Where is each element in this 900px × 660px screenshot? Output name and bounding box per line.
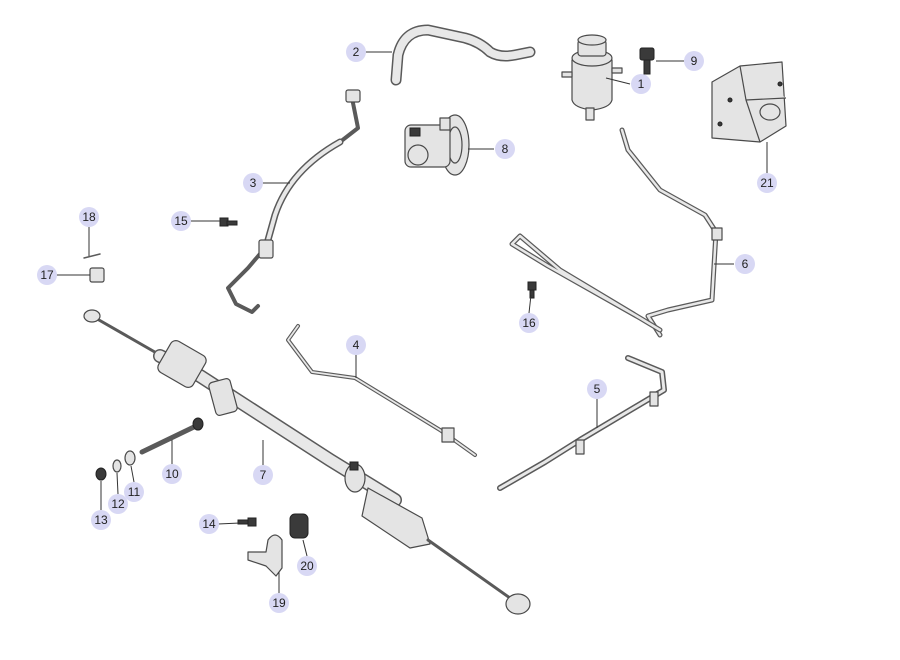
- long-bolt-part: [139, 417, 204, 455]
- callout-12-label: 12: [111, 497, 125, 511]
- callout-13[interactable]: 13: [91, 510, 111, 530]
- callout-9[interactable]: 9: [684, 51, 704, 71]
- callout-7[interactable]: 7: [253, 465, 273, 485]
- callout-19[interactable]: 19: [269, 593, 289, 613]
- callout-5-label: 5: [594, 382, 601, 396]
- callout-20[interactable]: 20: [297, 556, 317, 576]
- callout-8-label: 8: [502, 142, 509, 156]
- callout-11-label: 11: [128, 485, 141, 499]
- reservoir-part: [561, 34, 623, 121]
- clamp-part: [247, 534, 283, 577]
- steering-pump-part: [404, 114, 470, 176]
- callout-17[interactable]: 17: [37, 265, 57, 285]
- nut-13-part: [95, 467, 107, 481]
- callout-8[interactable]: 8: [495, 139, 515, 159]
- callout-21[interactable]: 21: [757, 173, 777, 193]
- callout-15[interactable]: 15: [171, 211, 191, 231]
- pipe-4-part: [286, 324, 477, 457]
- callout-5[interactable]: 5: [587, 379, 607, 399]
- callout-14[interactable]: 14: [199, 514, 219, 534]
- bolt-9-part: [639, 47, 655, 75]
- callout-1-label: 1: [638, 77, 645, 91]
- steering-rack-part: [83, 309, 531, 615]
- callout-16[interactable]: 16: [519, 313, 539, 333]
- callout-10-label: 10: [165, 467, 179, 481]
- bolt-14-part: [237, 517, 257, 527]
- callout-16-label: 16: [522, 316, 536, 330]
- cooler-pipe-part: [509, 127, 723, 338]
- callout-6-label: 6: [742, 257, 749, 271]
- callout-3[interactable]: 3: [243, 173, 263, 193]
- pipe-5-part: [497, 355, 667, 491]
- callout-10[interactable]: 10: [162, 464, 182, 484]
- callout-3-label: 3: [250, 176, 257, 190]
- callout-15-label: 15: [174, 214, 188, 228]
- callout-13-label: 13: [94, 513, 108, 527]
- callout-1[interactable]: 1: [631, 74, 651, 94]
- callout-14-label: 14: [202, 517, 216, 531]
- callout-2-label: 2: [353, 45, 360, 59]
- callout-4-label: 4: [353, 338, 360, 352]
- bolt-15-part: [219, 217, 238, 227]
- callout-19-label: 19: [272, 596, 286, 610]
- washer-11-part: [124, 450, 136, 466]
- callout-12[interactable]: 12: [108, 494, 128, 514]
- washer-12-part: [112, 459, 122, 473]
- cotter-pin-part: [83, 253, 101, 259]
- castle-nut-part: [89, 267, 105, 283]
- return-hose-part: [390, 24, 536, 86]
- callout-9-label: 9: [691, 54, 698, 68]
- callout-11[interactable]: 11: [124, 482, 144, 502]
- pressure-hose-part: [226, 89, 361, 314]
- callout-4[interactable]: 4: [346, 335, 366, 355]
- callout-6[interactable]: 6: [735, 254, 755, 274]
- callout-20-label: 20: [300, 559, 314, 573]
- callout-21-label: 21: [760, 176, 774, 190]
- bracket-part: [711, 61, 787, 143]
- callout-7-label: 7: [260, 468, 267, 482]
- callout-2[interactable]: 2: [346, 42, 366, 62]
- callout-17-label: 17: [40, 268, 54, 282]
- leader-lines: [56, 51, 768, 593]
- callout-18[interactable]: 18: [79, 207, 99, 227]
- bolt-16-part: [527, 281, 537, 299]
- bushing-part: [289, 513, 309, 539]
- callout-18-label: 18: [82, 210, 96, 224]
